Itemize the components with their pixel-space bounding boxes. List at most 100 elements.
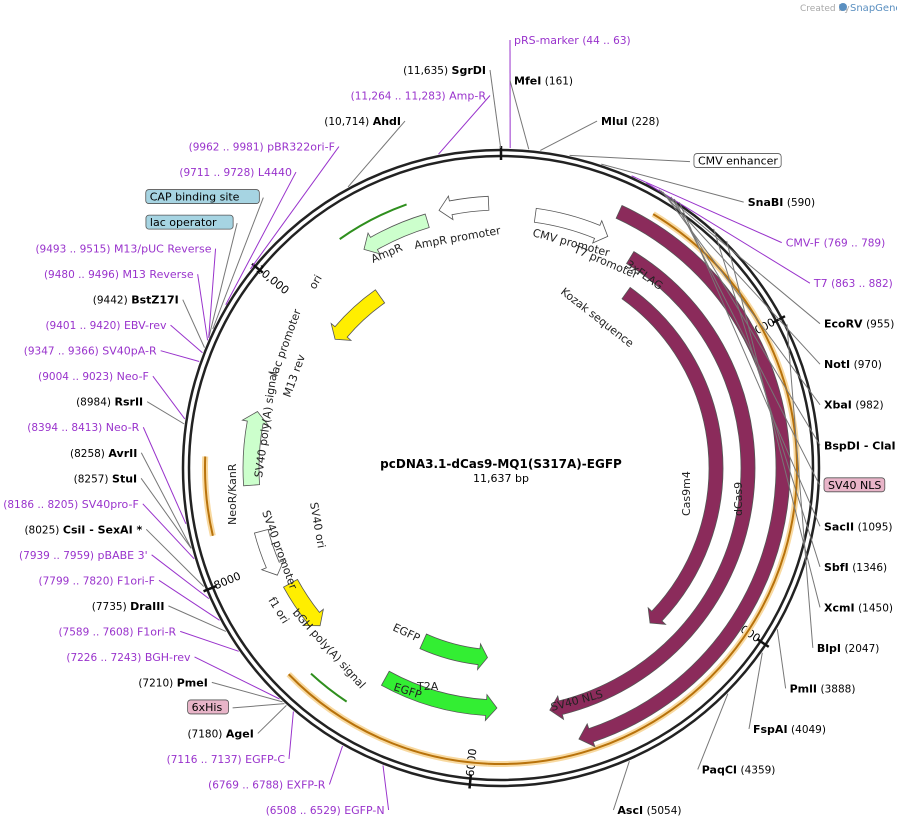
annotation-ring-arc [487, 213, 798, 765]
site-position: (9401 .. 9420) [45, 320, 120, 332]
site-position: (4049) [791, 724, 826, 736]
site-name: MfeI [514, 75, 541, 88]
site-label: (9711 .. 9728) L4440 [179, 166, 292, 179]
site-position: (8257) [74, 473, 109, 485]
site-l4440[interactable]: (9711 .. 9728) L4440 [179, 166, 292, 179]
site-m13-puc-reverse[interactable]: (9493 .. 9515) M13/pUC Reverse [35, 243, 211, 256]
site-sbfi[interactable]: SbfI (1346) [824, 561, 887, 574]
site-xcmi[interactable]: XcmI (1450) [824, 601, 893, 614]
feature-cas9m4[interactable] [549, 251, 756, 721]
site-position: (10,714) [324, 116, 369, 128]
site-position: (2047) [844, 643, 879, 655]
site-amp-r[interactable]: (11,264 .. 11,283) Amp-R [351, 90, 487, 103]
feature-egfp[interactable] [419, 633, 488, 671]
site-snabi[interactable]: SnaBI (590) [748, 196, 815, 209]
site-ebv-rev[interactable]: (9401 .. 9420) EBV-rev [45, 319, 167, 332]
site-name: Neo-F [117, 370, 149, 383]
site-labels[interactable]: pRS-marker (44 .. 63) MfeI (161) MluI (228… [3, 34, 897, 817]
feature-arcs [202, 194, 800, 767]
site-cap-site[interactable]: CAP binding site [145, 189, 260, 204]
tick-label: 10,000 [253, 263, 291, 297]
site-avrii[interactable]: (8258) AvrII [70, 447, 137, 460]
site-xbai[interactable]: XbaI (982) [824, 399, 884, 412]
site-exfp-r[interactable]: (6769 .. 6788) EXFP-R [208, 778, 326, 791]
site-position: (7589 .. 7608) [58, 626, 133, 638]
site-mlui[interactable]: MluI (228) [601, 115, 659, 128]
site-neo-r[interactable]: (8394 .. 8413) Neo-R [27, 421, 139, 434]
feature-egfp2[interactable] [380, 670, 498, 722]
leader-line [152, 375, 186, 420]
site-ahdi[interactable]: (10,714) AhdI [324, 115, 401, 128]
site-sv40-nls-box[interactable]: SV40 NLS [823, 477, 886, 493]
leader-line [232, 703, 285, 709]
site-name: pBR322ori-F [267, 141, 335, 154]
site-label: CMV-F (769 .. 789) [786, 237, 886, 250]
site-neo-f[interactable]: (9004 .. 9023) Neo-F [38, 370, 149, 383]
site-sv40pro-f[interactable]: (8186 .. 8205) SV40pro-F [3, 498, 139, 511]
site-stui[interactable]: (8257) StuI [74, 472, 138, 485]
site-f1ori-f[interactable]: (7799 .. 7820) F1ori-F [39, 574, 155, 587]
site-name: CMV-F [786, 237, 820, 250]
feature-sv40-promoter[interactable] [253, 528, 285, 576]
site-agei[interactable]: (7180) AgeI [187, 727, 253, 740]
site-sgrdi[interactable]: (11,635) SgrDI [403, 64, 486, 77]
site-cmv-f[interactable]: CMV-F (769 .. 789) [786, 237, 886, 250]
site-asci[interactable]: AscI (5054) [617, 804, 681, 817]
leader-line [382, 765, 390, 811]
feature-label-ori: ori [306, 273, 324, 292]
site-lac-operator[interactable]: lac operator [145, 214, 234, 230]
site-pbr322ori-f[interactable]: (9962 .. 9981) pBR322ori-F [189, 141, 335, 154]
site-rsrii[interactable]: (8984) RsrII [76, 396, 143, 409]
site-mfei[interactable]: MfeI (161) [514, 75, 573, 88]
leader-line [151, 554, 210, 600]
site-position: (4359) [740, 764, 775, 776]
leader-line [489, 69, 502, 149]
site-label: (6769 .. 6788) EXFP-R [208, 778, 326, 791]
site-cmv-enhancer[interactable]: CMV enhancer [693, 153, 782, 168]
leader-line [678, 202, 821, 527]
feature-ori[interactable] [330, 289, 386, 341]
site-draiii[interactable]: (7735) DraIII [92, 600, 165, 613]
site-position: (9442) [93, 295, 128, 307]
site-pmei[interactable]: (7210) PmeI [138, 676, 208, 689]
site-sv40pa-r[interactable]: (9347 .. 9366) SV40pA-R [24, 345, 157, 358]
site-name: AscI [617, 804, 643, 817]
site-sacii[interactable]: SacII (1095) [824, 520, 892, 533]
site-paqci[interactable]: PaqCI (4359) [702, 763, 776, 776]
feature-cmv-promoter[interactable] [533, 207, 609, 244]
site-egfp-n[interactable]: (6508 .. 6529) EGFP-N [266, 804, 385, 817]
site-ecorv[interactable]: EcoRV (955) [824, 318, 894, 331]
feature-label-sv40-ori: SV40 ori [307, 501, 328, 549]
site-egfp-c[interactable]: (7116 .. 7137) EGFP-C [167, 753, 286, 766]
site-pmli[interactable]: PmlI (3888) [790, 682, 856, 695]
site-name: pBABE 3' [98, 549, 148, 562]
feature-cas9[interactable] [621, 286, 724, 625]
site-bgh-rev[interactable]: (7226 .. 7243) BGH-rev [66, 651, 191, 664]
site-label: SacII (1095) [824, 520, 892, 533]
feature-ampr[interactable] [363, 213, 430, 255]
site-label: PmlI (3888) [790, 682, 856, 695]
plasmid-length: 11,637 bp [473, 472, 529, 485]
site-noti[interactable]: NotI (970) [824, 358, 882, 371]
site-bspdi[interactable]: BspDI - ClaI (1037) [824, 439, 897, 452]
site-m13-reverse[interactable]: (9480 .. 9496) M13 Reverse [44, 268, 194, 281]
feature-ampr-promoter[interactable] [438, 194, 490, 221]
site-position: (9004 .. 9023) [38, 371, 113, 383]
site-t7[interactable]: T7 (863 .. 882) [813, 277, 893, 290]
site-fspai[interactable]: FspAI (4049) [753, 723, 826, 736]
feature-neo[interactable] [241, 410, 269, 487]
site-6xhis[interactable]: 6xHis [187, 699, 230, 715]
site-pbabe3[interactable]: (7939 .. 7959) pBABE 3' [19, 549, 148, 562]
site-prs-marker[interactable]: pRS-marker (44 .. 63) [514, 34, 631, 47]
leader-line [140, 452, 192, 549]
feature-f1ori[interactable] [282, 578, 324, 627]
site-name: SgrDI [452, 64, 486, 77]
site-csii[interactable]: (8025) CsiI - SexAI * [24, 523, 142, 536]
leader-line [158, 579, 220, 621]
site-blpi[interactable]: BlpI (2047) [817, 642, 880, 655]
leader-line [142, 503, 195, 560]
site-bstz17i[interactable]: (9442) BstZ17I [93, 294, 179, 307]
annotation-ring-arc [310, 672, 348, 703]
site-f1ori-r[interactable]: (7589 .. 7608) F1ori-R [58, 625, 176, 638]
site-position: (7210) [138, 677, 173, 689]
